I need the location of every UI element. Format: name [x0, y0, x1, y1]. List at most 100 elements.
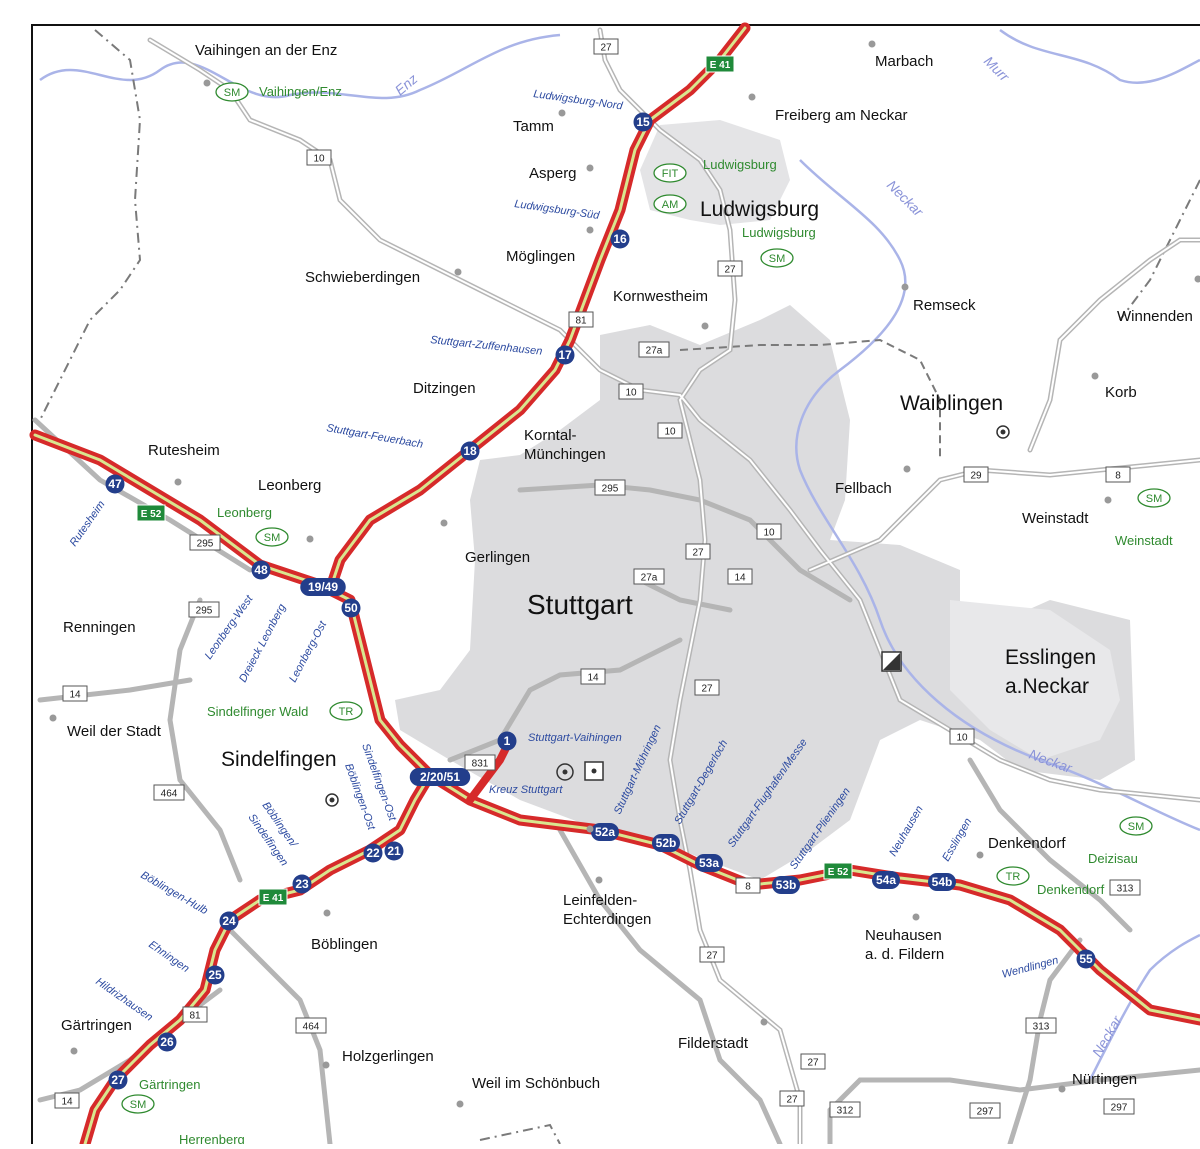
road-number-shield: 8	[736, 878, 760, 893]
town-dot-icon	[587, 826, 594, 833]
town-label: Neuhausen	[865, 927, 942, 944]
euro-route-shield: E 52	[824, 863, 852, 879]
town-label: Marbach	[875, 53, 933, 70]
road-number-label: 10	[763, 528, 775, 539]
road-number-shield: 297	[970, 1103, 1000, 1118]
road-number-shield: 81	[183, 1007, 207, 1022]
road-number-label: 8	[1115, 471, 1121, 482]
junction-number: 25	[208, 968, 222, 982]
road-number-shield: 27	[686, 544, 710, 559]
town-dot-icon	[596, 877, 603, 884]
town-dot-icon	[50, 715, 57, 722]
junction-marker: 25	[206, 966, 225, 985]
town-dot-icon	[977, 852, 984, 859]
town-label: Winnenden	[1117, 308, 1193, 325]
junction-marker: 1	[498, 732, 517, 751]
junction-number: 53a	[699, 856, 719, 870]
road-number-label: 10	[313, 154, 325, 165]
junction-number: 18	[463, 444, 477, 458]
euro-route-label: E 52	[828, 867, 849, 878]
junction-number: 50	[344, 601, 358, 615]
road-number-label: 10	[956, 733, 968, 744]
town-label: Leinfelden-	[563, 892, 637, 909]
junction-number: 15	[636, 115, 650, 129]
road-number-label: 295	[197, 539, 214, 550]
road-number-label: 81	[189, 1011, 201, 1022]
junction-marker: 27	[109, 1071, 128, 1090]
junction-number: 2/20/51	[420, 770, 460, 784]
town-dot-icon	[455, 269, 462, 276]
road-number-shield: 10	[950, 729, 974, 744]
euro-route-label: E 41	[710, 60, 731, 71]
junction-marker: 50	[342, 599, 361, 618]
town-label: Remseck	[913, 297, 976, 314]
town-label: Gärtringen	[61, 1017, 132, 1034]
road-number-label: 10	[625, 388, 637, 399]
junction-number: 26	[160, 1035, 174, 1049]
road-number-shield: 464	[296, 1018, 326, 1033]
junction-marker: 55	[1077, 950, 1096, 969]
government-dot-icon	[592, 769, 597, 774]
road-number-shield: 14	[581, 669, 605, 684]
service-badge: TR	[330, 702, 362, 720]
city-label: Sindelfingen	[221, 748, 337, 771]
road-number-shield: 295	[595, 480, 625, 495]
service-label: Sindelfinger Wald	[207, 704, 308, 719]
junction-marker: 19/49	[300, 578, 346, 596]
junction-number: 21	[387, 844, 401, 858]
road-number-shield: 27a	[634, 569, 664, 584]
euro-route-label: E 41	[263, 893, 284, 904]
town-label: Filderstadt	[678, 1035, 749, 1052]
service-label: Ludwigsburg	[703, 157, 777, 172]
town-dot-icon	[559, 110, 566, 117]
service-label: Denkendorf	[1037, 882, 1105, 897]
road-number-shield: 831	[465, 755, 495, 770]
service-badge-label: SM	[1146, 493, 1163, 505]
town-label: Korntal-	[524, 427, 577, 444]
service-label: Vaihingen/Enz	[259, 84, 342, 99]
road-number-label: 312	[837, 1106, 854, 1117]
town-label: Münchingen	[524, 446, 606, 463]
road-number-shield: 313	[1026, 1018, 1056, 1033]
service-badge: SM	[1120, 817, 1152, 835]
service-badge: SM	[216, 83, 248, 101]
town-dot-icon	[324, 910, 331, 917]
junction-number: 17	[558, 348, 572, 362]
city-label: a.Neckar	[1005, 675, 1089, 698]
town-dot-icon	[175, 479, 182, 486]
road-number-shield: 10	[619, 384, 643, 399]
junction-marker: 24	[220, 912, 239, 931]
road-number-label: 464	[161, 789, 178, 800]
road-number-label: 27	[706, 951, 718, 962]
road-number-shield: 10	[307, 150, 331, 165]
euro-route-label: E 52	[141, 509, 162, 520]
road-number-shield: 27	[801, 1054, 825, 1069]
road-number-label: 27	[701, 684, 713, 695]
city-label: Waiblingen	[900, 392, 1003, 415]
road-number-shield: 27	[780, 1091, 804, 1106]
road-number-label: 29	[970, 471, 982, 482]
road-number-label: 27	[692, 548, 704, 559]
town-dot-icon	[587, 165, 594, 172]
town-dot-icon	[457, 1101, 464, 1108]
town-label: Echterdingen	[563, 911, 651, 928]
town-label: Rutesheim	[148, 442, 220, 459]
road-number-label: 313	[1033, 1022, 1050, 1033]
junction-marker: 17	[556, 346, 575, 365]
road-number-shield: 464	[154, 785, 184, 800]
town-dot-icon	[1059, 1086, 1066, 1093]
district-capital-dot-icon	[1001, 430, 1006, 435]
town-label: Freiberg am Neckar	[775, 107, 908, 124]
town-dot-icon	[749, 94, 756, 101]
service-badge: SM	[1138, 489, 1170, 507]
road-number-shield: 27	[718, 261, 742, 276]
euro-route-shield: E 41	[706, 56, 734, 72]
road-number-label: 14	[69, 690, 81, 701]
town-dot-icon	[869, 41, 876, 48]
road-number-shield: 8	[1106, 467, 1130, 482]
town-label: Nürtingen	[1072, 1071, 1137, 1088]
service-badge-label: AM	[662, 199, 679, 211]
junction-number: 55	[1079, 952, 1093, 966]
